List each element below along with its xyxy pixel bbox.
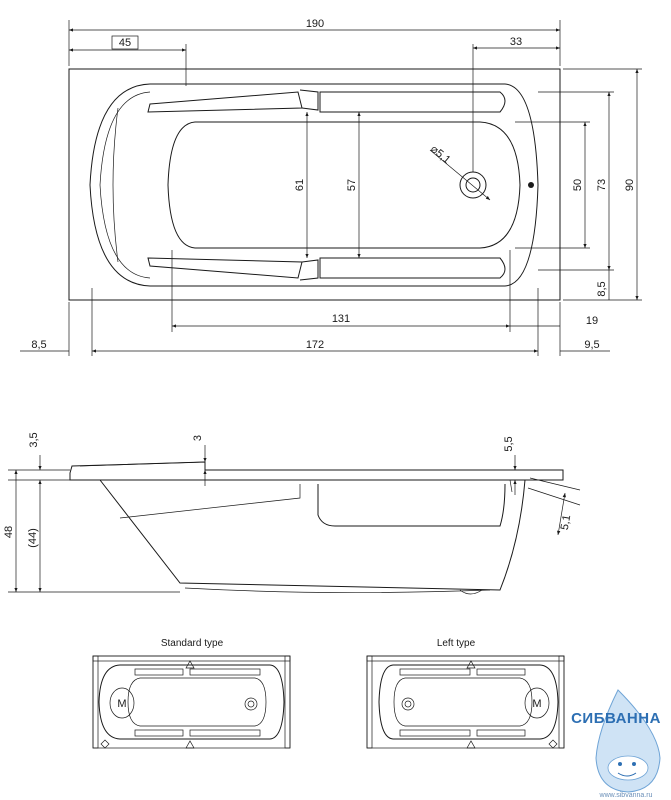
side-rim [69, 461, 564, 481]
dim-depth: (44) [27, 528, 39, 548]
dim-total-height: 48 [3, 526, 15, 538]
dim-rim-lip: 3 [192, 435, 204, 441]
dim-drain-diameter: ⌀5,1 [428, 143, 453, 166]
dim-left-offset: 45 [119, 37, 131, 49]
dim-inner-length: 131 [332, 313, 350, 325]
dim-drain-offset: 33 [510, 36, 522, 48]
brand-url: www.sibvanna.ru [599, 792, 653, 799]
tub-inner-basin [167, 121, 521, 249]
armrest-top-left [147, 91, 303, 113]
armrest-bottom-right [319, 257, 506, 279]
dim-rim-height: 3,5 [28, 432, 40, 447]
left-type-caption: Left type [437, 638, 476, 649]
brand-name: СИБВАННА [571, 710, 661, 727]
dim-overall-length: 190 [306, 18, 324, 30]
top-outer-frame [68, 68, 561, 301]
dim-width-73: 73 [596, 179, 608, 191]
overflow-hole [528, 182, 534, 188]
brand-logo: СИБВАННА www.sibvanna.ru [571, 689, 661, 799]
dim-right-offset-19: 19 [586, 315, 598, 327]
standard-motor-marker: M [117, 698, 126, 710]
left-type-layout: Left type M [366, 638, 565, 749]
dim-left-margin: 8,5 [31, 339, 46, 351]
standard-type-caption: Standard type [161, 638, 224, 649]
dim-inner-width-57: 57 [346, 179, 358, 191]
side-view: 5,1 3,5 48 (44) 3 5,5 [3, 432, 581, 595]
dim-inner-width-61: 61 [294, 179, 306, 191]
tub-outer-contour [89, 83, 539, 287]
top-view: 190 45 33 61 57 ⌀5,1 50 73 90 8,5 [20, 18, 642, 356]
armrest-bottom-left [147, 257, 303, 279]
dim-right-margin: 9,5 [584, 339, 599, 351]
dim-bottom-margin: 8,5 [596, 281, 608, 296]
dim-overflow: 5,1 [559, 514, 573, 531]
dim-right-rim: 5,5 [503, 436, 515, 451]
drain-inner [465, 177, 481, 193]
side-footwell [317, 483, 506, 527]
standard-type-layout: Standard type M [92, 638, 291, 749]
left-motor-marker: M [532, 698, 541, 710]
dim-body-length: 172 [306, 339, 324, 351]
dim-overall-width: 90 [624, 179, 636, 191]
side-body [99, 479, 526, 591]
dim-width-50: 50 [572, 179, 584, 191]
armrest-top-right [319, 91, 506, 113]
drain-outer [459, 171, 487, 199]
